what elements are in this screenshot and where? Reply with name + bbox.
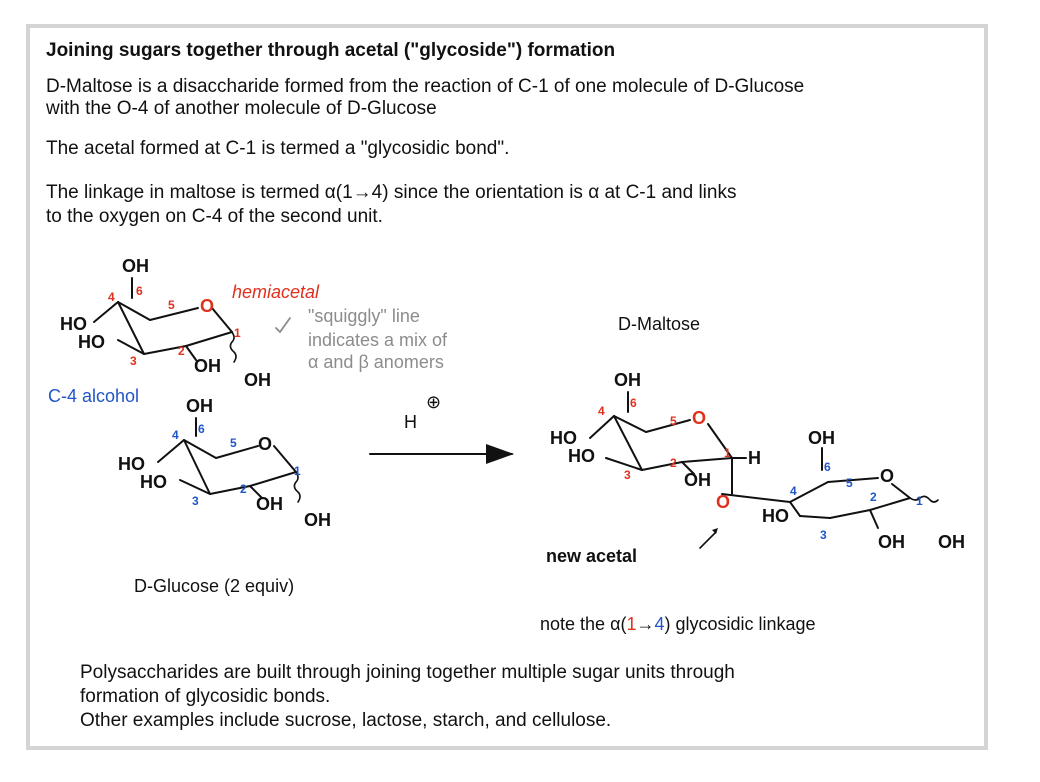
maltose-left-c6-number: 6	[630, 396, 637, 410]
intro-line-2: with the O-4 of another molecule of D-Gl…	[46, 98, 437, 119]
maltose-left-c2-number: 2	[670, 456, 677, 470]
maltose-right-c5-number: 5	[846, 476, 853, 490]
footer-line-3: Other examples include sucrose, lactose,…	[80, 710, 612, 731]
maltose-left-c4-ho: HO	[550, 428, 577, 448]
maltose-right-c2-oh: OH	[878, 532, 905, 552]
maltose-right-c4-number: 4	[790, 484, 797, 498]
top-c1-number: 1	[234, 326, 241, 340]
linkage-alpha-notation: α(1→4)	[324, 182, 389, 203]
bottom-c5-number: 5	[230, 436, 237, 450]
top-glucose-c2-oh: OH	[194, 356, 221, 376]
linkage-line-1: The linkage in maltose is termed α(1→4) …	[46, 182, 736, 204]
bottom-c3-number: 3	[192, 494, 199, 508]
maltose-left-c5-number: 5	[670, 414, 677, 428]
maltose-left-c4-number: 4	[598, 404, 605, 418]
bottom-c2-number: 2	[240, 482, 247, 496]
intro-line-1: D-Maltose is a disaccharide formed from …	[46, 76, 805, 97]
top-c6-number: 6	[136, 284, 143, 298]
maltose-left-c1-number: 1	[724, 446, 731, 460]
footer-line-2: formation of glycosidic bonds.	[80, 686, 331, 707]
maltose-right-c1-number: 1	[916, 494, 923, 508]
bottom-c1-number: 1	[294, 464, 301, 478]
catalyst-h: H	[404, 412, 417, 432]
note-position-4: 4	[654, 614, 665, 634]
maltose-right-c6-oh: OH	[808, 428, 835, 448]
squiggly-note-line-3: α and β anomers	[308, 352, 444, 372]
top-glucose-c6-oh: OH	[122, 256, 149, 276]
note-alpha: α(	[610, 614, 627, 634]
maltose-anomeric-h: H	[748, 448, 761, 468]
hemiacetal-label: hemiacetal	[232, 282, 320, 302]
diagram-frame	[26, 24, 988, 750]
maltose-left-ring-oxygen: O	[692, 408, 707, 428]
squiggly-note-line-2: indicates a mix of	[308, 330, 448, 350]
d-glucose-label: D-Glucose (2 equiv)	[134, 576, 295, 596]
maltose-right-c6-number: 6	[824, 460, 831, 474]
top-c5-number: 5	[168, 298, 175, 312]
bottom-glucose-ring-oxygen: O	[258, 434, 273, 454]
top-c2-number: 2	[178, 344, 185, 358]
maltose-left-c3-number: 3	[624, 468, 631, 482]
linkage-alpha: α	[588, 182, 600, 203]
top-c3-number: 3	[130, 354, 137, 368]
footer-line-1: Polysaccharides are built through joinin…	[80, 662, 735, 683]
top-glucose-c1-oh: OH	[244, 370, 271, 390]
maltose-right-c2-number: 2	[870, 490, 877, 504]
bottom-glucose-c1-oh: OH	[304, 510, 331, 530]
catalyst-charge: ⊕	[426, 392, 442, 412]
bottom-glucose-c4-ho: HO	[118, 454, 145, 474]
maltose-left-c2-oh: OH	[684, 470, 711, 490]
bottom-glucose-c3-ho: HO	[140, 472, 167, 492]
glycosidic-oxygen: O	[716, 492, 731, 512]
maltose-left-c6-oh: OH	[614, 370, 641, 390]
note-text-b: ) glycosidic linkage	[664, 614, 816, 634]
bottom-glucose-c2-oh: OH	[256, 494, 283, 514]
linkage-line-2: to the oxygen on C-4 of the second unit.	[46, 206, 383, 227]
d-maltose-label: D-Maltose	[618, 314, 701, 334]
maltose-right-c3-number: 3	[820, 528, 827, 542]
glycosidic-bond-definition: The acetal formed at C-1 is termed a "gl…	[46, 138, 510, 159]
new-acetal-arrowhead	[712, 528, 718, 534]
c4-alcohol-label: C-4 alcohol	[48, 386, 140, 406]
page-title: Joining sugars together through acetal (…	[46, 40, 616, 61]
linkage-text-b: since the orientation is	[388, 182, 589, 203]
top-glucose-ring-oxygen: O	[200, 296, 215, 316]
linkage-text-c: at C-1 and links	[599, 182, 737, 203]
maltose-right-c3-ho: HO	[762, 506, 789, 526]
note-position-1: 1	[626, 614, 637, 634]
top-glucose-c3-ho: HO	[78, 332, 105, 352]
maltose-right-ring-oxygen: O	[880, 466, 895, 486]
top-c4-number: 4	[108, 290, 115, 304]
squiggly-note-line-1: "squiggly" line	[308, 306, 420, 326]
bottom-c4-number: 4	[172, 428, 179, 442]
note-text-a: note the	[540, 614, 611, 634]
maltose-left-c3-ho: HO	[568, 446, 595, 466]
top-glucose-c4-ho: HO	[60, 314, 87, 334]
note-linkage: note the α(1→4) glycosidic linkage	[540, 614, 816, 635]
maltose-right-c1-oh: OH	[938, 532, 965, 552]
note-arrow: →	[636, 614, 655, 634]
bottom-c6-number: 6	[198, 422, 205, 436]
new-acetal-label: new acetal	[546, 546, 638, 566]
linkage-text-a: The linkage in maltose is termed	[46, 182, 325, 203]
bottom-glucose-c6-oh: OH	[186, 396, 213, 416]
